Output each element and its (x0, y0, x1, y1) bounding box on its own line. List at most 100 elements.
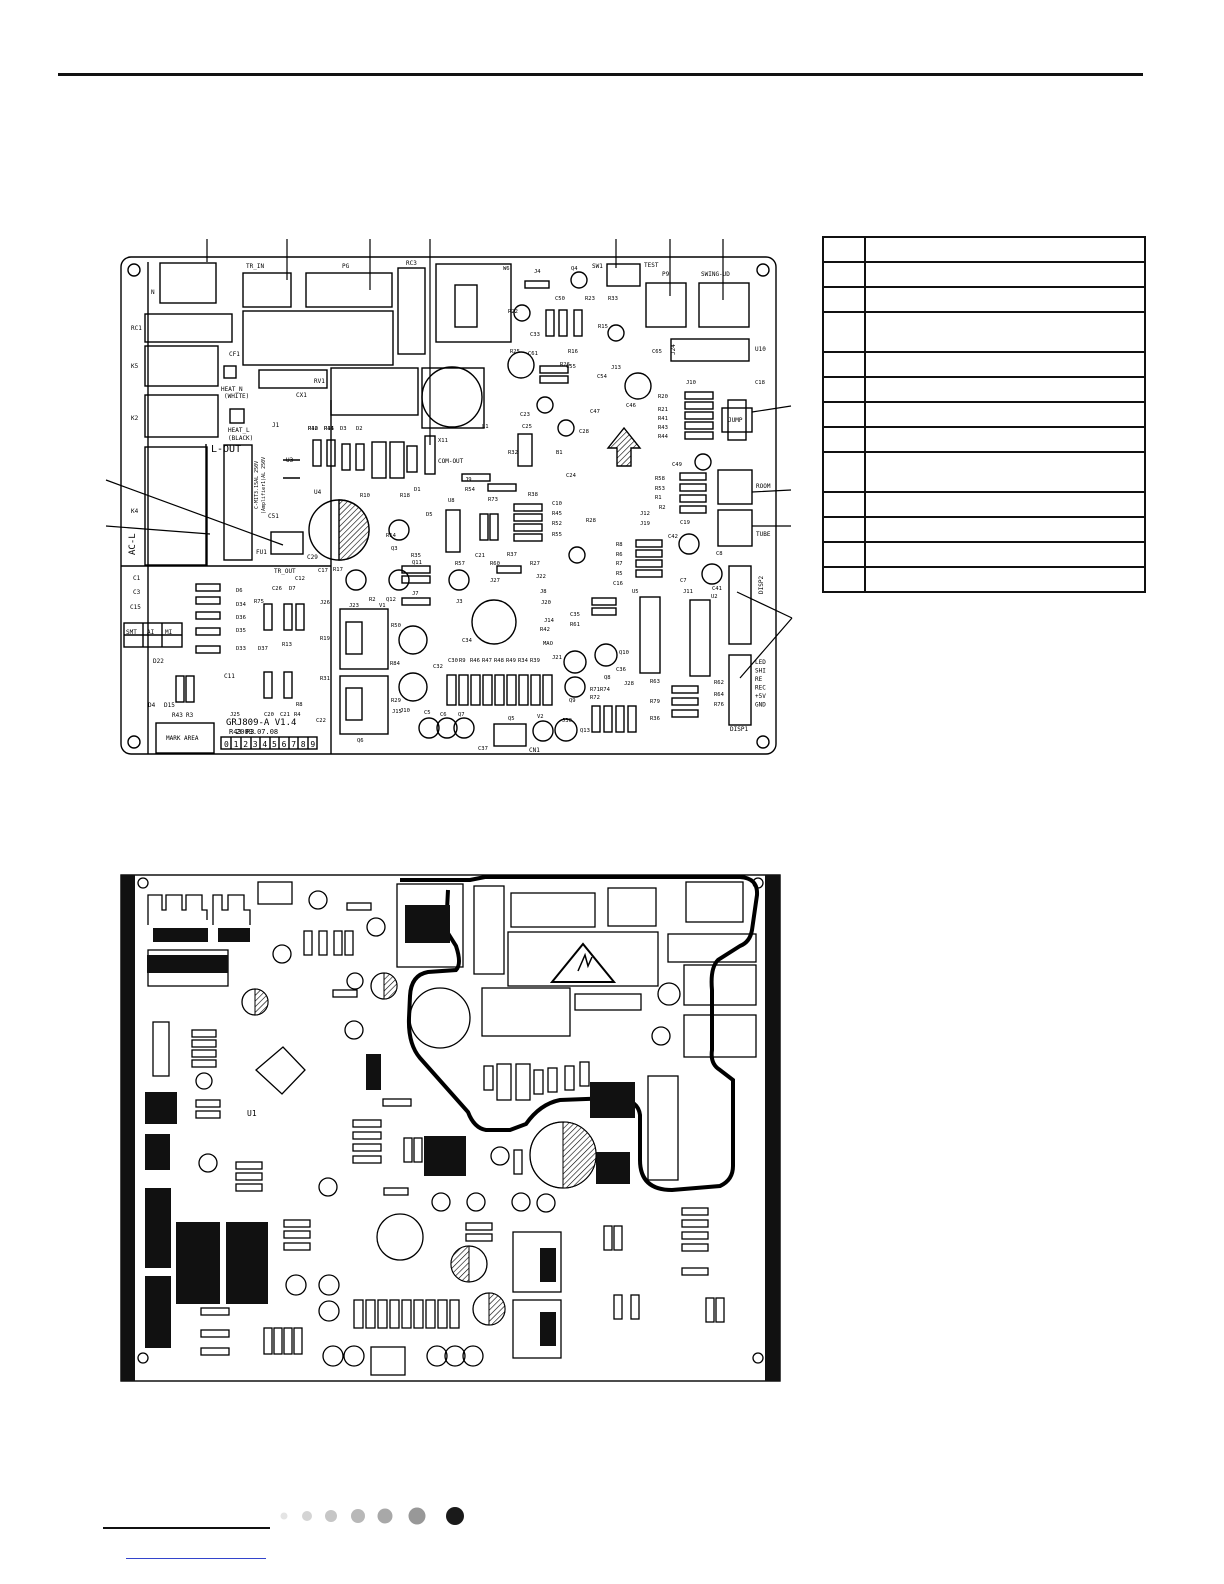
label-com-out: COM-OUT (438, 458, 464, 465)
component-label: C35 (570, 612, 580, 618)
component-label: C18 (755, 380, 765, 386)
component-label: J30 (562, 718, 572, 724)
component-label: R45 (552, 511, 562, 517)
component-label: J19 (640, 521, 650, 527)
component-label: J20 (541, 600, 551, 606)
label-r43-r3: R43 R3 (229, 728, 254, 736)
component-label: J25 (230, 712, 240, 718)
component-label: J11 (683, 589, 693, 595)
component-label: U4 (314, 489, 322, 496)
label-n: N (151, 289, 155, 296)
legend-row (822, 376, 1146, 403)
callout-legend-table (822, 236, 1146, 593)
disp-pin-label: GND (755, 702, 766, 709)
component-label: C42 (668, 534, 678, 540)
label-fu1: FU1 (256, 549, 267, 556)
component-label: L1 (482, 424, 489, 430)
component-label: K4 (131, 508, 139, 515)
page-dot-active (446, 1507, 464, 1525)
component-label: J4 (534, 269, 541, 275)
disp-pin-label: LED (755, 659, 766, 666)
label-j24: J24 (670, 344, 677, 355)
legend-row (822, 236, 1146, 263)
component-label: C46 (626, 403, 636, 409)
component-label: C37 (478, 746, 488, 752)
component-label: D15 (164, 702, 175, 709)
digit-label: 7 (291, 740, 296, 749)
component-label: R22 (508, 309, 518, 315)
component-label: C50 (555, 296, 565, 302)
label-l-out: L-OUT (211, 444, 241, 455)
component-label: R58 (655, 476, 665, 482)
component-label: D6 (236, 588, 243, 594)
board-id-group: GRJ809-A V1.4 2009.07.08 (226, 718, 296, 736)
component-label: Q5 (508, 716, 515, 722)
component-label: Q6 (357, 738, 364, 744)
label-heat-l: HEAT_L (228, 427, 250, 434)
component-label: D4 (148, 702, 156, 709)
component-label: J23 (349, 603, 359, 609)
component-label: R18 (400, 493, 410, 499)
component-label: R61 (570, 622, 580, 628)
component-label: R12 (308, 426, 318, 432)
digit-label: 5 (272, 740, 277, 749)
component-label: R60 (490, 561, 500, 567)
component-label: J8 (540, 589, 547, 595)
component-label: D34 (236, 602, 247, 608)
component-label: R6 (616, 552, 623, 558)
component-label: R20 (658, 394, 668, 400)
component-label: R28 (586, 518, 596, 524)
component-label: Q12 (386, 597, 396, 603)
legend-row (822, 491, 1146, 518)
component-label: C19 (680, 520, 690, 526)
component-label: J3 (456, 599, 463, 605)
label-tr-out: TR_OUT (274, 568, 296, 575)
label-swing-ud: SWING-UD (701, 271, 730, 278)
legend-row (822, 311, 1146, 353)
footer-link-underline[interactable] (126, 1558, 266, 1559)
legend-row (822, 286, 1146, 313)
component-label: Q3 (391, 546, 398, 552)
page-indicator (280, 1507, 464, 1525)
component-label: J13 (611, 365, 621, 371)
component-label: J10 (400, 708, 410, 714)
component-label: R15 (598, 324, 608, 330)
component-label: C1 (133, 575, 141, 582)
component-label: R17 (333, 567, 343, 573)
label-test: TEST (644, 262, 659, 269)
component-label: R29 (391, 698, 401, 704)
component-label: Q4 (571, 266, 578, 272)
component-label: D37 (258, 646, 268, 652)
component-label: R84 (390, 661, 401, 667)
component-label: C20 (264, 712, 274, 718)
disp-pin-label: RE (755, 676, 763, 683)
component-label: C29 (307, 554, 318, 561)
component-label: D1 (414, 487, 421, 493)
component-label: J27 (490, 578, 500, 584)
legend-row (822, 566, 1146, 593)
component-label: J9 (465, 477, 472, 483)
digit-label: 9 (310, 740, 315, 749)
component-label: C10 (552, 501, 562, 507)
legend-row (822, 351, 1146, 378)
component-label: R72 (590, 695, 600, 701)
digit-label: 0 (224, 740, 229, 749)
mark-area-label: MARK AREA (166, 735, 199, 742)
component-label: D35 (236, 628, 246, 634)
component-label: R26 (560, 362, 570, 368)
svg-text:U1: U1 (247, 1109, 257, 1118)
component-label: R75 (254, 599, 264, 605)
label-heat-n-color: (WHITE) (224, 393, 249, 400)
component-label: C65 (652, 349, 662, 355)
component-label: R23 (585, 296, 595, 302)
component-label: R43 (658, 425, 668, 431)
component-label: C51 (268, 513, 279, 520)
component-label: C33 (530, 332, 540, 338)
label-u10: U10 (755, 346, 766, 353)
component-label: R36 (650, 716, 660, 722)
component-label: R79 (650, 699, 660, 705)
component-label: R64 (714, 692, 725, 698)
bottom-right-bar (765, 875, 780, 1381)
component-label: J28 (624, 681, 634, 687)
